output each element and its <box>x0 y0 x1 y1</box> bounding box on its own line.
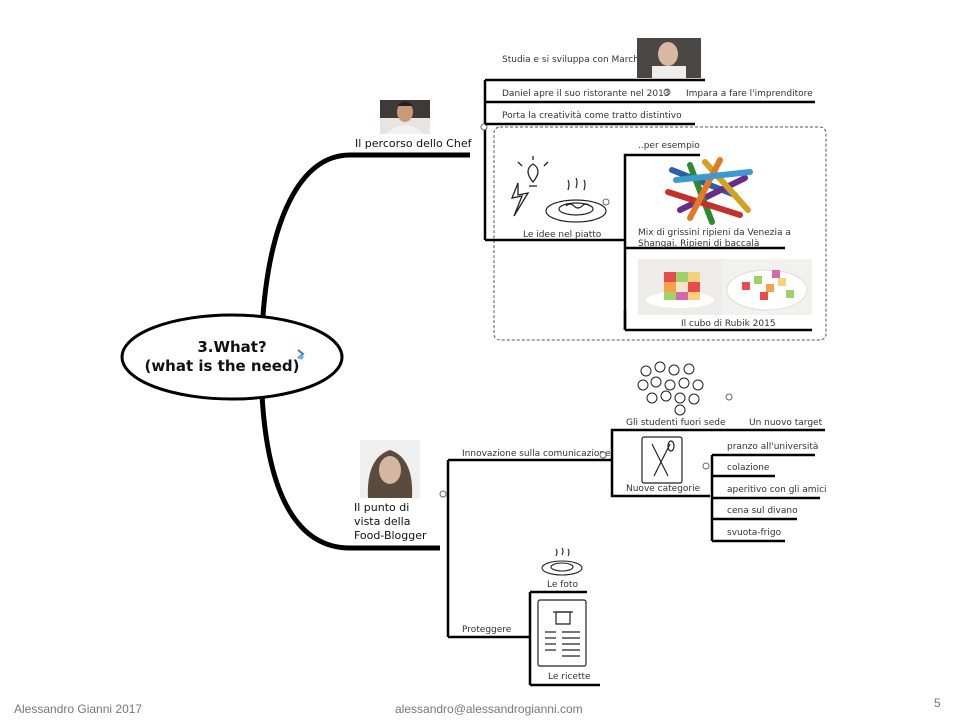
blogger-label-line-1: Il punto di <box>354 501 409 514</box>
grissini-photo <box>665 157 753 225</box>
branch-chef <box>259 152 470 331</box>
students-faces-icon <box>637 361 704 416</box>
recipes-label: Le ricette <box>548 672 591 682</box>
link-icon <box>297 349 305 360</box>
page-number: 5 <box>934 696 941 710</box>
communication-sub-connector <box>610 428 615 498</box>
category-item-5: svuota-frigo <box>727 528 782 538</box>
category-item-4: cena sul divano <box>727 506 798 516</box>
protect-label: Proteggere <box>462 625 512 635</box>
central-topic: 3.What? (what is the need) <box>120 313 344 401</box>
marchesi-photo <box>637 38 701 78</box>
new-target-label: Un nuovo target <box>749 418 823 428</box>
blogger-label-line-2: vista della <box>354 515 410 528</box>
example-label: ..per esempio <box>638 141 700 151</box>
chef-item-marchesi: Studia e si sviluppa con Marchesi <box>502 55 652 65</box>
students-label: Gli studenti fuori sede <box>626 418 726 428</box>
grissini-text-1: Mix di grissini ripieni da Venezia a <box>638 228 791 238</box>
central-topic-line1: 3.What? <box>197 338 266 356</box>
category-item-3: aperitivo con gli amici <box>727 485 827 495</box>
lightning-icon <box>510 182 530 217</box>
ideas-dashed-frame <box>493 126 827 341</box>
chef-item-restaurant: Daniel apre il suo ristorante nel 2013 <box>502 89 670 99</box>
central-topic-line2: (what is the need) <box>144 357 299 375</box>
category-item-1: pranzo all'università <box>727 442 818 452</box>
chef-branch-label: Il percorso dello Chef <box>355 137 473 150</box>
lightbulb-icon <box>517 156 549 187</box>
ideas-label: Le idee nel piatto <box>523 230 602 240</box>
chef-item-entrepreneur: Impara a fare l'imprenditore <box>686 89 813 99</box>
category-item-2: colazione <box>727 463 770 473</box>
communication-label: Innovazione sulla comunicazione <box>462 449 611 459</box>
cutlery-card-icon <box>641 436 683 484</box>
grissini-text-2: Shangai. Ripieni di baccalà <box>638 239 759 249</box>
rubik-photo-1 <box>638 259 722 315</box>
pasta-plate-icon <box>545 177 607 223</box>
recipe-card-icon <box>537 599 587 667</box>
categories-label: Nuove categorie <box>626 484 701 494</box>
blogger-photo <box>360 440 420 498</box>
pasta-plate-small-icon <box>541 547 583 576</box>
rubik-label: Il cubo di Rubik 2015 <box>681 319 776 329</box>
photos-label: Le foto <box>547 580 578 590</box>
branch-blogger <box>259 394 440 551</box>
chef-item-creativity: Porta la creatività come tratto distinti… <box>502 111 682 121</box>
footer-email: alessandro@alessandrogianni.com <box>395 702 583 716</box>
chef-avatar <box>380 100 430 134</box>
rubik-photo-2 <box>722 259 812 315</box>
footer-author: Alessandro Gianni 2017 <box>14 702 143 716</box>
blogger-label-line-3: Food-Blogger <box>354 529 427 542</box>
